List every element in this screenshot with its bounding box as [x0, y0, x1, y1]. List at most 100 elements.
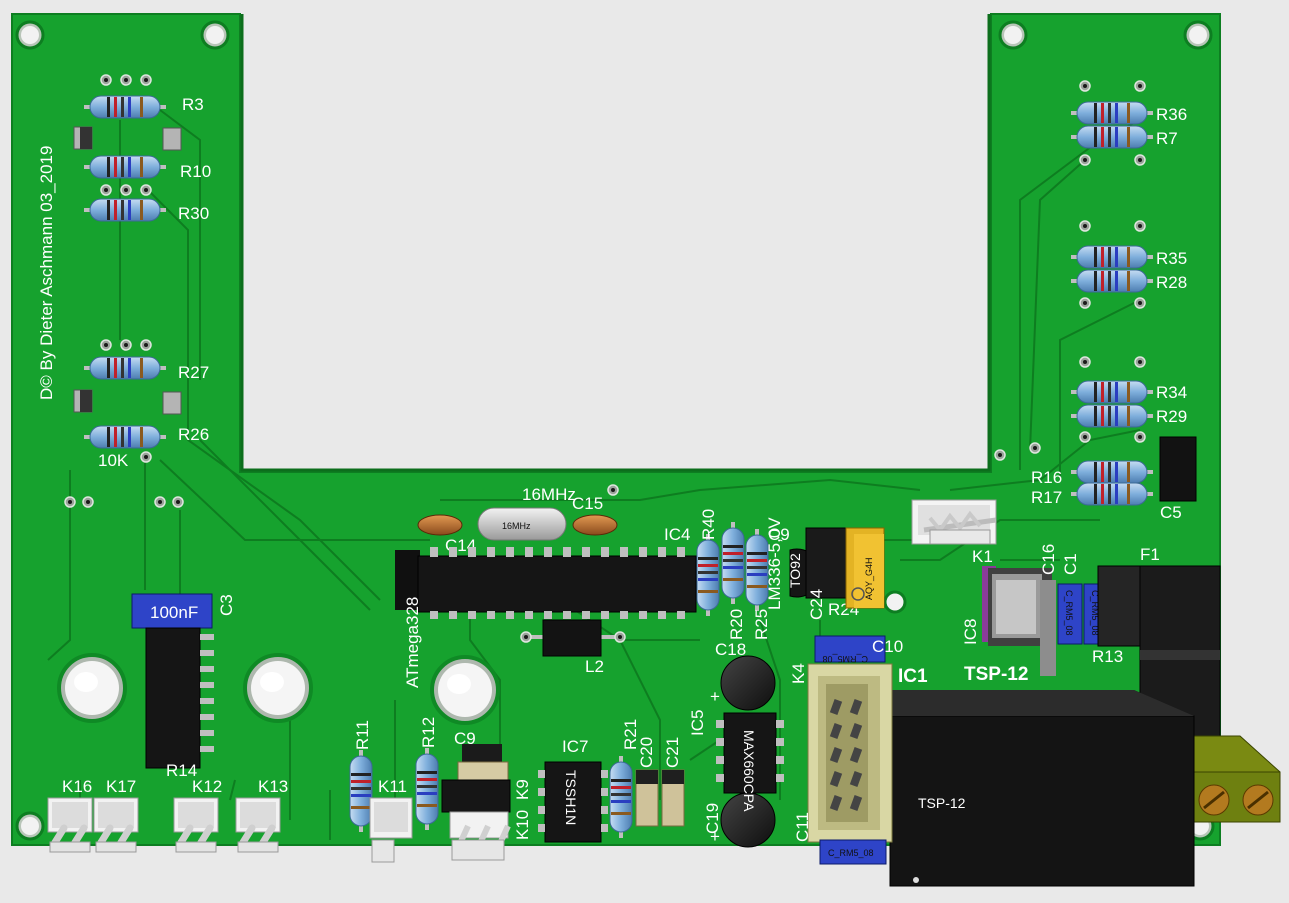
relay-body-front	[854, 534, 884, 608]
label-c9: C9	[454, 729, 476, 748]
max660-text: MAX660CPA	[741, 730, 757, 812]
label-r3: R3	[182, 95, 204, 114]
resistor-r27	[83, 356, 167, 380]
crm5-text-b: C_RM5_08	[1090, 590, 1100, 636]
label-r25: R25	[752, 609, 771, 640]
ir-receiver-text: TSSH1N	[563, 770, 579, 825]
label-r35: R35	[1156, 249, 1187, 268]
capacitor-c16-body	[1057, 583, 1083, 645]
cutout-edge	[240, 14, 991, 472]
square-pad-4	[162, 391, 182, 415]
label-ic7: IC7	[562, 737, 588, 756]
resistor-r12	[415, 747, 439, 831]
label-r30: R30	[178, 204, 209, 223]
label-c9-small: C9	[768, 525, 790, 544]
label-16mhz: 16MHz	[522, 485, 576, 504]
resistor-r29	[1070, 404, 1154, 428]
square-pad-2	[162, 127, 182, 151]
label-c5: C5	[1160, 503, 1182, 522]
crystal-text: 16MHz	[502, 521, 531, 531]
crm5-text-a: C_RM5_08	[1064, 590, 1074, 636]
square-pad-1-shade	[80, 127, 92, 149]
resistor-array-r14	[145, 627, 214, 769]
small-hole	[883, 590, 907, 614]
tsp12-body-text: TSP-12	[918, 795, 966, 811]
capacitor-c10-body	[814, 635, 886, 663]
label-k11: K11	[378, 777, 407, 796]
c21-top	[662, 770, 684, 784]
crm5-text-c: C_RM5_08	[822, 654, 868, 664]
resistor-r28	[1070, 269, 1154, 293]
connector-k4	[807, 663, 893, 843]
label-r10: R10	[180, 162, 211, 181]
label-lm336: LM336-5,0V	[765, 517, 784, 610]
connector-k1	[911, 499, 997, 545]
connector-k16	[48, 798, 92, 852]
label-r28: R28	[1156, 273, 1187, 292]
connector-k10	[449, 811, 511, 861]
capacitor-c15-body	[572, 514, 618, 536]
connector-k12	[174, 798, 218, 852]
label-f1: F1	[1140, 545, 1160, 564]
label-c15: C15	[572, 494, 603, 513]
label-c10: C10	[872, 637, 903, 656]
label-c24: C24	[807, 589, 826, 620]
resistor-r10	[83, 155, 167, 179]
label-r29: R29	[1156, 407, 1187, 426]
label-c19: C19	[703, 803, 722, 834]
ic4-atmega-dip28	[395, 547, 697, 619]
relay-mark	[851, 587, 865, 601]
ceramic-c24-body	[805, 527, 847, 599]
resistor-r34	[1070, 380, 1154, 404]
label-10k: 10K	[98, 451, 129, 470]
crm5-text-d: C_RM5_08	[828, 848, 874, 858]
capacitor-c14-body	[417, 514, 463, 536]
mounting-hole-tr	[998, 20, 1028, 50]
label-c20: C20	[637, 737, 656, 768]
connector-k13	[236, 798, 280, 852]
label-r13: R13	[1092, 647, 1123, 666]
connector-k11	[369, 797, 413, 863]
label-k12: K12	[192, 777, 222, 796]
label-tsp12: TSP-12	[964, 664, 1028, 685]
plus-c19: +	[710, 827, 720, 846]
to92-text: TO92	[787, 553, 803, 588]
capacitor-c18-body	[720, 655, 776, 711]
resistor-r7	[1070, 125, 1154, 149]
resistor-r11	[349, 749, 373, 833]
label-r27: R27	[178, 363, 209, 382]
label-l2: L2	[585, 657, 604, 676]
label-ic8: IC8	[961, 619, 980, 645]
resistor-r3	[83, 95, 167, 119]
mounting-hole-tl	[15, 20, 45, 50]
mounting-hole-tr2	[1183, 20, 1213, 50]
resistor-r17	[1070, 482, 1154, 506]
label-r12: R12	[419, 717, 438, 748]
capacitor-c9-device	[441, 744, 511, 813]
label-c11: C11	[793, 812, 812, 842]
label-atmega: ATmega328	[403, 597, 422, 688]
crystal-body	[477, 507, 567, 541]
label-k4: K4	[789, 663, 808, 684]
label-r40: R40	[699, 509, 718, 540]
resistor-r21	[609, 755, 633, 839]
large-hole-2	[243, 653, 313, 723]
c3-value-text: 100nF	[150, 603, 198, 622]
capacitor-c11-body	[819, 839, 887, 865]
relay-text: AQY_G4H	[864, 557, 874, 600]
label-r17: R17	[1031, 488, 1062, 507]
label-k1: K1	[972, 547, 993, 566]
label-r34: R34	[1156, 383, 1187, 402]
connector-k17	[94, 798, 138, 852]
c20-top	[636, 770, 658, 784]
resistor-r26	[83, 425, 167, 449]
label-r11: R11	[353, 720, 372, 750]
label-r20: R20	[727, 609, 746, 640]
pcb-substrate	[11, 13, 1221, 846]
label-c21: C21	[663, 737, 682, 768]
label-k16: K16	[62, 777, 92, 796]
resistor-r20	[721, 521, 745, 605]
resistor-r30	[83, 198, 167, 222]
label-k17: K17	[106, 777, 136, 796]
